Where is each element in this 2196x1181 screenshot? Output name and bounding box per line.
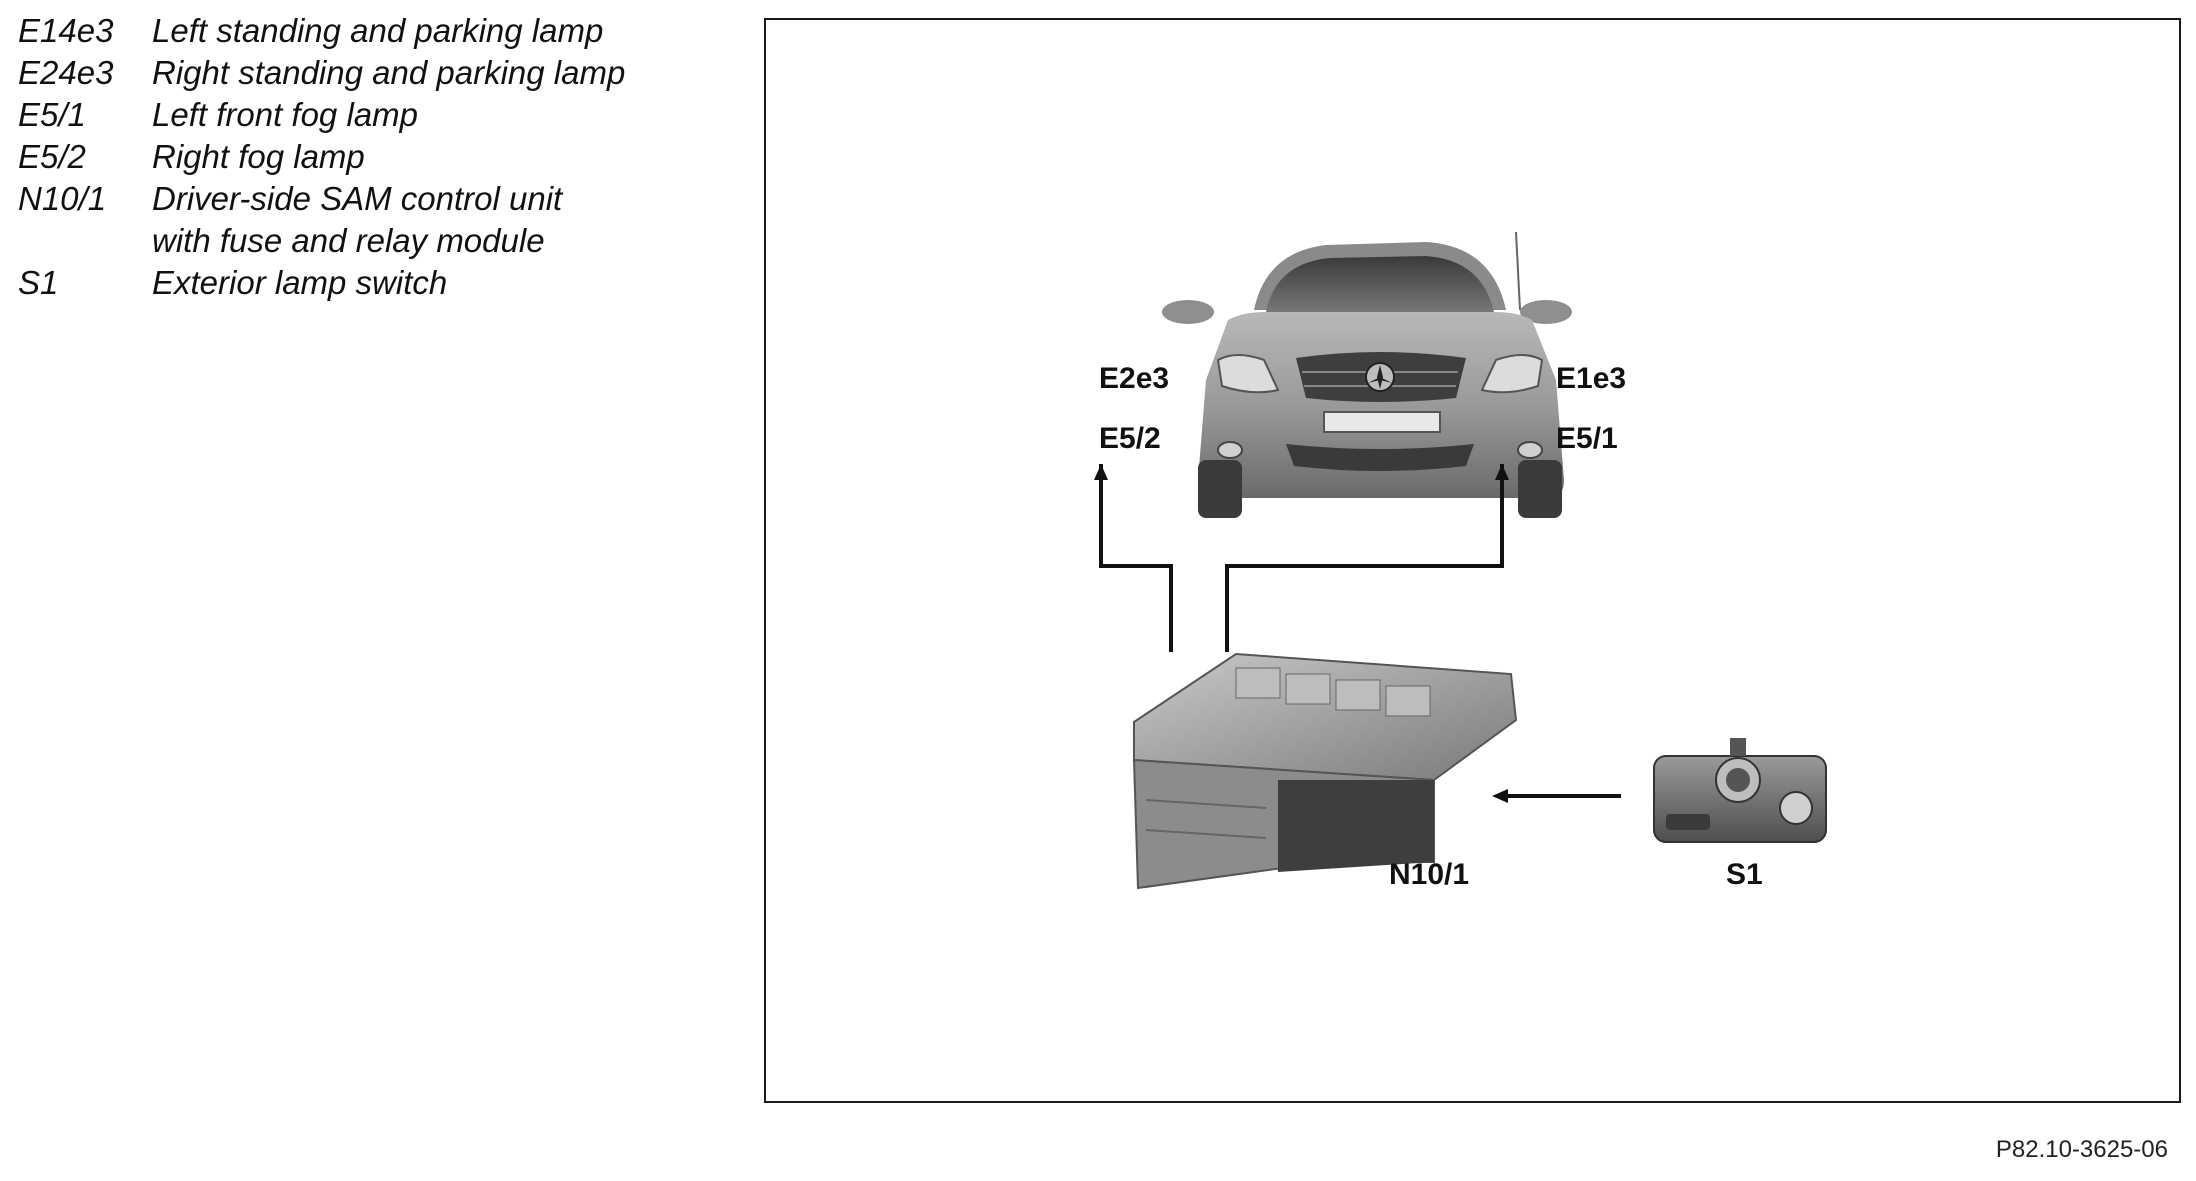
- legend-description: Driver-side SAM control unit with fuse a…: [152, 180, 563, 259]
- legend-description: Left standing and parking lamp: [152, 12, 604, 49]
- legend-description: Exterior lamp switch: [152, 264, 448, 301]
- callout-e1e3: E1e3: [1556, 362, 1627, 395]
- legend-code: E14e3: [18, 12, 114, 49]
- exterior-lamp-switch-illustration: [1653, 738, 1827, 843]
- callout-s1: S1: [1726, 858, 1763, 891]
- legend-code: E5/2: [18, 138, 86, 175]
- legend-code: N10/1: [18, 180, 107, 217]
- legend-code: E24e3: [18, 54, 114, 91]
- diagram-frame: E2e3 E1e3 E5/2 E5/1 N10/1 S1: [764, 18, 2181, 1103]
- callout-e5-2: E5/2: [1099, 422, 1161, 455]
- legend: E14e3 Left standing and parking lamp E24…: [18, 10, 718, 304]
- callout-n10-1: N10/1: [1389, 858, 1470, 891]
- legend-description: Right fog lamp: [152, 138, 365, 175]
- connection-lines: [1094, 464, 1621, 803]
- legend-item: E24e3 Right standing and parking lamp: [18, 52, 718, 94]
- callout-e5-1: E5/1: [1556, 422, 1618, 455]
- legend-code: S1: [18, 264, 59, 301]
- legend-item: E5/1 Left front fog lamp: [18, 94, 718, 136]
- sam-control-unit-illustration: [1132, 652, 1518, 890]
- legend-item: N10/1 Driver-side SAM control unit with …: [18, 178, 578, 262]
- legend-code: E5/1: [18, 96, 86, 133]
- legend-description: Right standing and parking lamp: [152, 54, 626, 91]
- diagram-art: [1094, 231, 1827, 890]
- legend-item: E14e3 Left standing and parking lamp: [18, 10, 718, 52]
- callout-e2e3: E2e3: [1099, 362, 1170, 395]
- figure-reference: P82.10-3625-06: [1995, 1136, 2168, 1163]
- legend-item: E5/2 Right fog lamp: [18, 136, 718, 178]
- legend-item: S1 Exterior lamp switch: [18, 262, 718, 304]
- car-front-illustration: [1162, 231, 1572, 518]
- legend-description: Left front fog lamp: [152, 96, 418, 133]
